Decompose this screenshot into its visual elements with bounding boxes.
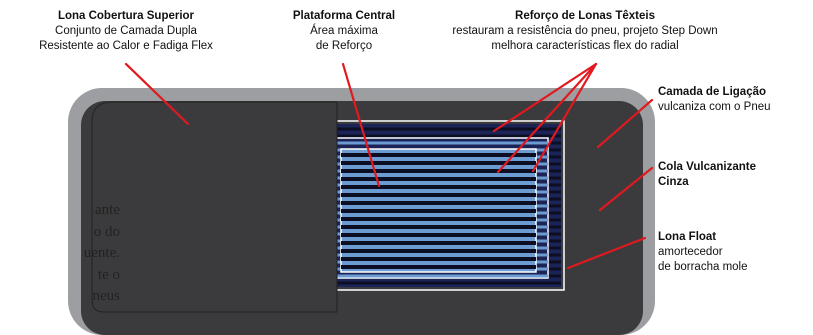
label-bonding-layer-line1: vulcaniza com o Pneu <box>658 101 771 113</box>
label-float-ply-line1: amortecedor <box>658 246 723 258</box>
fragment-line: o do <box>93 223 120 240</box>
label-top-cover-line2: Resistente ao Calor e Fadiga Flex <box>39 40 213 52</box>
ply-stripe <box>341 233 536 237</box>
label-textile-reinforcement: Reforço de Lonas Têxteis restauram a res… <box>425 9 745 54</box>
pointer-lines <box>124 62 654 270</box>
ply-stripe <box>303 134 561 138</box>
label-top-cover-title: Lona Cobertura Superior <box>57 10 195 22</box>
label-textile-reinforcement-title: Reforço de Lonas Têxteis <box>515 10 655 22</box>
label-center-platform-line2: de Reforço <box>315 40 373 52</box>
pointer-bonding-layer <box>596 98 654 149</box>
label-top-cover: Lona Cobertura Superior Conjunto de Cama… <box>10 9 242 54</box>
label-vulcanizing-gum-title: Cola Vulcanizante <box>658 161 756 173</box>
ply-stripe <box>341 217 536 221</box>
ply-stripe <box>341 265 536 269</box>
ply-stripe <box>341 185 536 189</box>
pointer-center-platform <box>341 62 381 188</box>
ply-stripe <box>320 141 548 145</box>
background-paragraph-fragment: ante o do uente. te o neus <box>0 200 120 308</box>
pointer-reinforcement-a <box>492 62 598 133</box>
label-vulcanizing-gum-line1: Cinza <box>658 176 689 188</box>
label-float-ply-title: Lona Float <box>658 231 717 243</box>
pointer-float-ply <box>566 236 647 270</box>
top-cover-block <box>91 101 338 313</box>
label-center-platform-line1: Área máxima <box>310 25 378 37</box>
ply-stripe <box>341 209 536 213</box>
ply-stripe <box>341 225 536 229</box>
ply-stripe <box>341 161 536 165</box>
label-top-cover-line1: Conjunto de Camada Dupla <box>55 25 197 37</box>
ply-stack <box>299 120 565 291</box>
pointer-top-cover <box>124 62 190 126</box>
fragment-line: uente. <box>83 245 120 261</box>
ply-stripe <box>303 281 561 285</box>
label-vulcanizing-gum: Cola Vulcanizante Cinza <box>658 160 808 190</box>
ply-stripe <box>320 274 548 278</box>
ply-stripe <box>341 249 536 253</box>
ply-stripe <box>341 153 536 157</box>
label-bonding-layer-title: Camada de Ligação <box>658 86 767 98</box>
ply-stripe <box>303 127 561 131</box>
ply-stripe <box>341 169 536 173</box>
ply-stripe <box>341 241 536 245</box>
ply-stripe <box>341 201 536 205</box>
fragment-line: ante <box>95 202 120 218</box>
pointer-vulcanizing-gum <box>598 166 654 212</box>
fragment-line: neus <box>92 288 121 304</box>
label-center-platform: Plataforma Central Área máxima de Reforç… <box>270 9 418 54</box>
label-textile-reinforcement-line1: restauram a resistência do pneu, projeto… <box>452 25 718 37</box>
pointer-reinforcement-b <box>496 62 598 174</box>
pointer-reinforcement-c <box>531 62 598 173</box>
label-textile-reinforcement-line2: melhora características flex do radial <box>491 40 679 52</box>
top-cover-shadow <box>91 101 337 123</box>
label-float-ply-line2: de borracha mole <box>658 261 748 273</box>
fragment-line: te o <box>97 266 120 283</box>
ply-inner-stripes <box>341 153 536 269</box>
ply-stripe <box>341 177 536 181</box>
ply-stripe <box>341 257 536 261</box>
label-float-ply: Lona Float amortecedor de borracha mole <box>658 230 808 275</box>
ply-stripe <box>341 193 536 197</box>
label-center-platform-title: Plataforma Central <box>292 10 396 22</box>
label-bonding-layer: Camada de Ligação vulcaniza com o Pneu <box>658 85 808 115</box>
